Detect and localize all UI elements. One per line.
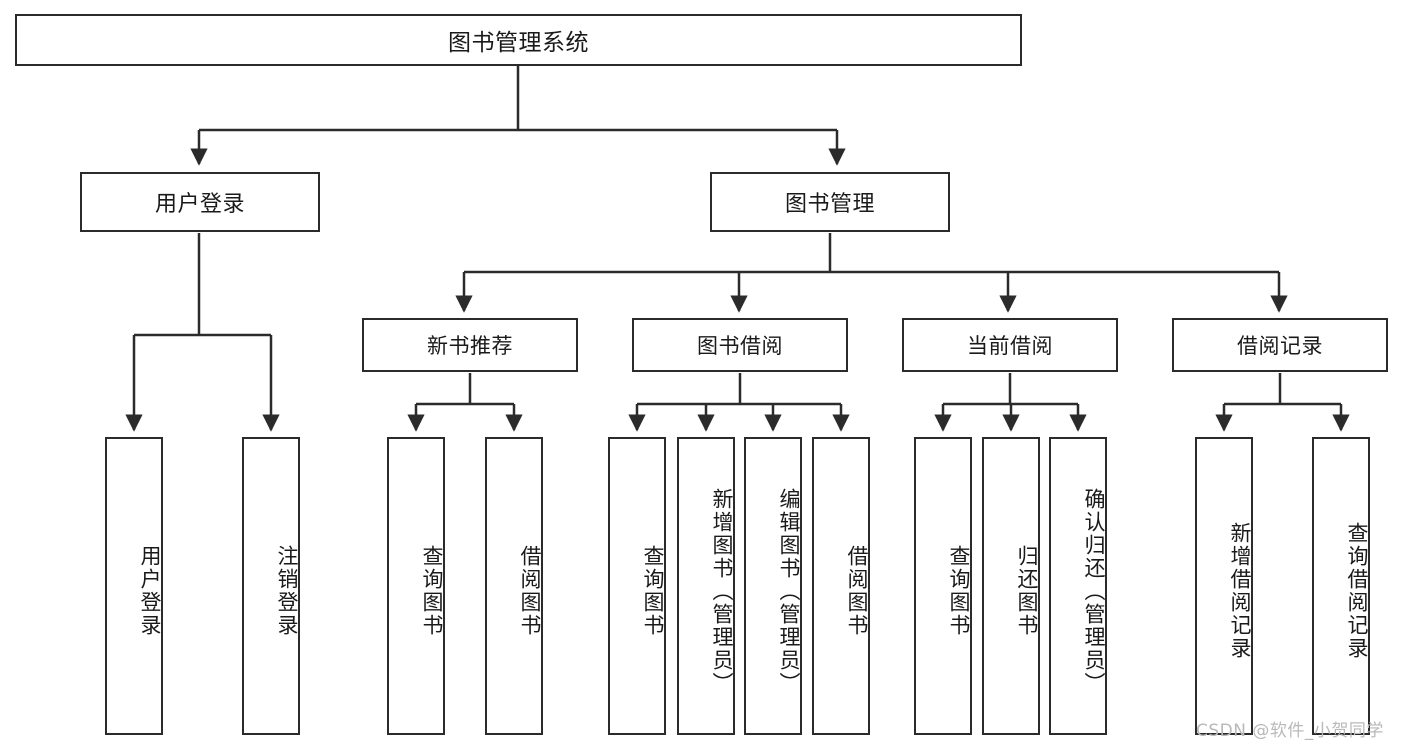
leaf-borrow-edit-book-label: 编辑图书（管理员）: [777, 487, 801, 695]
node-book-manage-label: 图书管理: [784, 192, 875, 217]
node-current-borrow[interactable]: 当前借阅: [902, 318, 1118, 372]
leaf-current-query-book-label: 查询图书: [947, 545, 971, 637]
leaf-borrow-borrow-book[interactable]: 借阅图书: [812, 437, 870, 735]
leaf-record-add-label: 新增借阅记录: [1228, 522, 1252, 660]
node-borrow-record[interactable]: 借阅记录: [1172, 318, 1388, 372]
leaf-user-login-label: 用户登录: [138, 545, 162, 637]
leaf-record-add[interactable]: 新增借阅记录: [1195, 437, 1253, 735]
leaf-current-confirm-return-label: 确认归还（管理员）: [1082, 487, 1106, 695]
node-borrow-record-label: 借阅记录: [1237, 334, 1323, 358]
leaf-current-query-book[interactable]: 查询图书: [914, 437, 972, 735]
leaf-current-return-book-label: 归还图书: [1015, 545, 1039, 637]
leaf-current-return-book[interactable]: 归还图书: [982, 437, 1040, 735]
node-root[interactable]: 图书管理系统: [15, 14, 1022, 66]
leaf-borrow-add-book[interactable]: 新增图书（管理员）: [677, 437, 735, 735]
leaf-borrow-edit-book[interactable]: 编辑图书（管理员）: [744, 437, 802, 735]
leaf-borrow-query-book[interactable]: 查询图书: [608, 437, 666, 735]
node-user-login[interactable]: 用户登录: [80, 172, 320, 232]
leaf-borrow-query-book-label: 查询图书: [641, 545, 665, 637]
node-new-book-recommend[interactable]: 新书推荐: [362, 318, 578, 372]
node-current-borrow-label: 当前借阅: [967, 334, 1053, 358]
node-root-label: 图书管理系统: [448, 30, 589, 56]
leaf-record-search[interactable]: 查询借阅记录: [1312, 437, 1370, 735]
node-book-borrow[interactable]: 图书借阅: [632, 318, 848, 372]
leaf-user-login[interactable]: 用户登录: [105, 437, 163, 735]
leaf-recommend-borrow-book[interactable]: 借阅图书: [485, 437, 543, 735]
leaf-borrow-add-book-label: 新增图书（管理员）: [710, 487, 734, 695]
leaf-recommend-query-book-label: 查询图书: [420, 545, 444, 637]
leaf-recommend-query-book[interactable]: 查询图书: [387, 437, 445, 735]
node-user-login-label: 用户登录: [154, 192, 245, 217]
node-book-manage[interactable]: 图书管理: [710, 172, 950, 232]
leaf-borrow-borrow-book-label: 借阅图书: [845, 545, 869, 637]
leaf-recommend-borrow-book-label: 借阅图书: [518, 545, 542, 637]
leaf-logout[interactable]: 注销登录: [242, 437, 300, 735]
watermark-text: CSDN @软件_小贺同学: [1196, 721, 1384, 741]
leaf-logout-label: 注销登录: [275, 545, 299, 637]
leaf-current-confirm-return[interactable]: 确认归还（管理员）: [1049, 437, 1107, 735]
node-book-borrow-label: 图书借阅: [697, 334, 783, 358]
node-new-book-recommend-label: 新书推荐: [427, 334, 513, 358]
leaf-record-search-label: 查询借阅记录: [1345, 522, 1369, 660]
